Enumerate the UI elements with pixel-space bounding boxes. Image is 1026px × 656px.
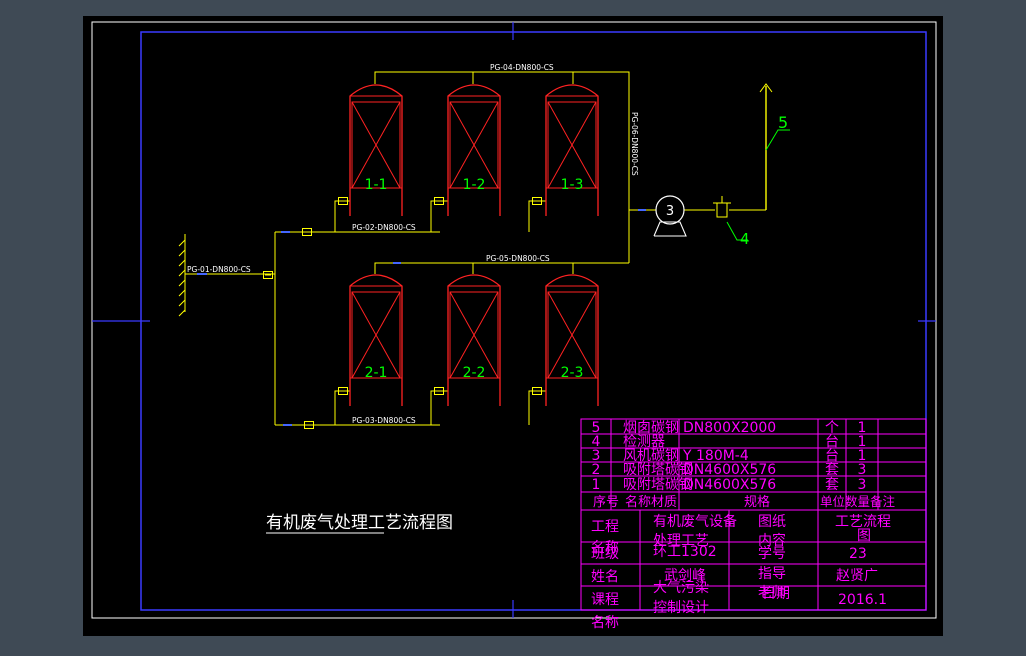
- fan: 3: [653, 195, 687, 237]
- pipe-label-pg05: PG-05-DN800-CS: [486, 254, 550, 263]
- tb-course-value: 大气污染控制设计: [653, 580, 709, 616]
- tb-content-value: 工艺流程图: [835, 514, 891, 544]
- tb-project-label: 工程名称: [591, 519, 619, 556]
- part-qty: 1: [858, 434, 867, 450]
- tb-name-label: 姓名: [591, 569, 619, 585]
- part-spec: DN800X2000: [683, 420, 776, 436]
- tb-project-value: 有机废气设备处理工艺: [653, 513, 737, 549]
- part-no: 3: [592, 448, 601, 464]
- tb-student-no-value: 23: [849, 546, 867, 562]
- fan-tag: 3: [666, 204, 674, 219]
- tb-date-label: 日期: [762, 586, 790, 602]
- parts-header-unit: 单位数量备注: [820, 494, 896, 509]
- part-no: 4: [592, 434, 601, 450]
- inlet-wall: [178, 234, 186, 317]
- adsorber-label: 2-1: [365, 365, 388, 381]
- adsorber-label: 1-2: [463, 177, 486, 193]
- part-qty: 1: [858, 420, 867, 436]
- adsorber-label: 1-1: [365, 177, 388, 193]
- chimney-tag: 5: [778, 113, 788, 132]
- part-qty: 3: [858, 477, 867, 493]
- tb-content-label: 图纸内容: [758, 514, 786, 549]
- part-name: 吸附塔碳钢: [623, 477, 693, 493]
- part-no: 1: [592, 477, 601, 493]
- tb-advisor-value: 赵贤广: [836, 568, 878, 584]
- parts-header-spec: 规格: [744, 494, 770, 510]
- part-no: 5: [592, 420, 601, 436]
- adsorber-label: 1-3: [561, 177, 584, 193]
- part-qty: 1: [858, 448, 867, 464]
- chimney-callout: 5: [765, 113, 790, 151]
- center-marks: [92, 22, 936, 618]
- drawing-title: 有机废气处理工艺流程图: [266, 513, 453, 533]
- part-name: 风机碳钢: [623, 448, 679, 464]
- part-unit: 套: [825, 477, 839, 493]
- pipe-label-pg01: PG-01-DN800-CS: [187, 265, 251, 274]
- part-spec: DN4600X576: [683, 477, 776, 493]
- tb-student-no-label: 学号: [758, 546, 786, 562]
- parts-header-name: 名称材质: [625, 494, 677, 510]
- pipe-label-pg06: PG-06-DN800-CS: [630, 112, 639, 176]
- adsorber-label: 2-2: [463, 365, 486, 381]
- part-unit: 台: [825, 434, 839, 450]
- pipework: [185, 71, 773, 426]
- pipe-label-pg03: PG-03-DN800-CS: [352, 416, 416, 425]
- parts-list-table: [580, 418, 927, 611]
- detector-tag: 4: [740, 230, 750, 248]
- tb-name-value: 武剑峰: [664, 568, 706, 584]
- flow-markers: [197, 209, 646, 426]
- part-unit: 个: [825, 420, 839, 436]
- part-name: 吸附塔碳钢: [623, 462, 693, 478]
- tb-date-value: 2016.1: [838, 592, 887, 608]
- part-spec: DN4600X576: [683, 462, 776, 478]
- adsorber-label: 2-3: [561, 365, 584, 381]
- part-spec: Y 180M-4: [682, 448, 749, 464]
- tb-advisor-label: 指导老师: [758, 566, 786, 601]
- outer-frame: [91, 21, 937, 619]
- part-name: 检测器: [623, 434, 665, 450]
- part-name: 烟囱碳钢: [623, 420, 679, 436]
- detector: 4: [713, 196, 750, 248]
- part-no: 2: [592, 462, 601, 478]
- tb-course-label: 课程名称: [591, 592, 619, 631]
- part-qty: 3: [858, 462, 867, 478]
- part-unit: 套: [825, 462, 839, 478]
- drawing-sheet: [83, 16, 943, 636]
- pipe-label-pg04: PG-04-DN800-CS: [490, 63, 554, 72]
- tb-class-label: 班级: [591, 546, 619, 562]
- pipe-label-pg02: PG-02-DN800-CS: [352, 223, 416, 232]
- tb-class-value: 环工1302: [653, 544, 717, 560]
- parts-header-no: 序号: [593, 495, 619, 510]
- part-unit: 台: [825, 448, 839, 464]
